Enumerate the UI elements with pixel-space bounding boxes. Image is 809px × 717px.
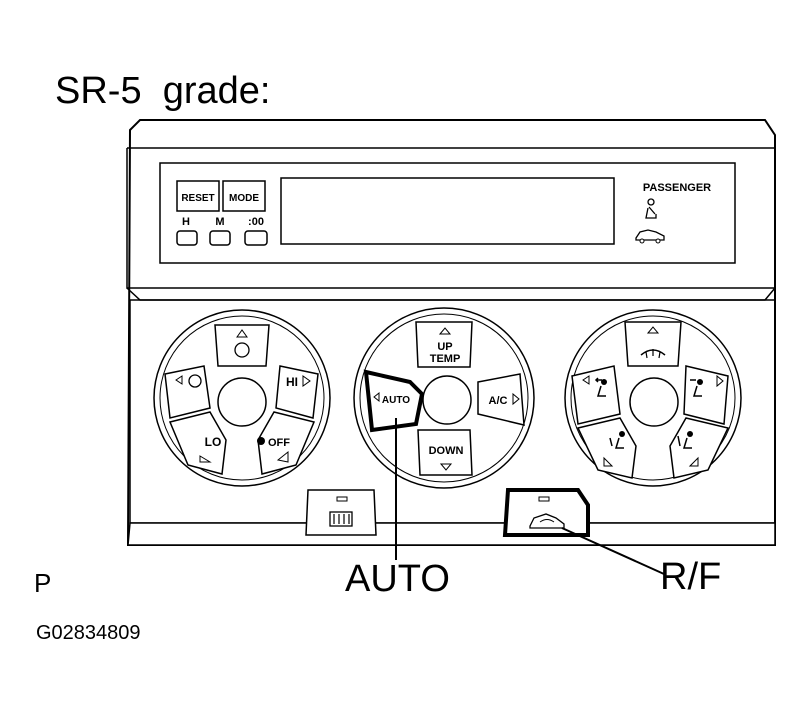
- panel-bottom-edge: [127, 522, 776, 546]
- rear-defogger-icon: [329, 511, 353, 527]
- auto-button[interactable]: [363, 369, 425, 433]
- rf-callout: R/F: [660, 556, 722, 598]
- car-icon: [635, 229, 665, 244]
- temp-label: TEMP: [430, 353, 461, 365]
- reset-button[interactable]: [176, 180, 220, 212]
- ac-button[interactable]: [477, 373, 525, 426]
- front-defrost-button[interactable]: [624, 321, 682, 367]
- left-dial[interactable]: HI LO OFF: [153, 309, 331, 487]
- rear-defogger-button[interactable]: [305, 489, 377, 536]
- right-dial-hub: [629, 377, 679, 427]
- zero-minute-label: :00: [248, 216, 264, 228]
- foot-vent-icon: [609, 431, 625, 449]
- display-band: [159, 162, 736, 264]
- passenger-label: PASSENGER: [643, 182, 711, 194]
- face-vent-icon: [594, 377, 607, 397]
- reset-label: RESET: [181, 193, 214, 204]
- minute-label: M: [215, 216, 224, 228]
- minute-button[interactable]: [209, 230, 231, 246]
- temp-down-button[interactable]: [417, 429, 473, 476]
- rf-leader-line: [561, 527, 665, 575]
- recirc-fresh-button[interactable]: [502, 488, 590, 537]
- up-label: UP: [437, 341, 452, 353]
- diagram-title: SR-5 grade:: [55, 70, 271, 112]
- hour-label: H: [182, 216, 190, 228]
- down-label: DOWN: [429, 445, 464, 457]
- figure-id: G02834809: [36, 622, 141, 644]
- right-dial[interactable]: [564, 309, 742, 487]
- seat-belt-icon: [645, 198, 657, 219]
- bi-level-vent-icon: [690, 379, 703, 397]
- face-vent-button[interactable]: [571, 365, 621, 425]
- hour-button[interactable]: [176, 230, 198, 246]
- temp-up-button[interactable]: [415, 321, 473, 368]
- lcd-display: [280, 177, 615, 245]
- auto-callout: AUTO: [345, 558, 450, 600]
- hi-label: HI: [286, 375, 298, 389]
- center-dial[interactable]: UP TEMP AUTO A/C DOWN: [353, 307, 535, 489]
- corner-letter: P: [34, 568, 52, 598]
- foot-defrost-vent-icon: [677, 431, 693, 449]
- foot-defrost-button[interactable]: [669, 417, 730, 479]
- lo-label: LO: [205, 435, 222, 449]
- mode-button[interactable]: [222, 180, 266, 212]
- bi-level-button[interactable]: [683, 365, 729, 425]
- windshield-defrost-icon: [640, 349, 666, 359]
- ac-label: A/C: [489, 395, 508, 407]
- mode-label: MODE: [229, 193, 259, 204]
- car-recirculation-icon: [529, 513, 565, 529]
- left-dial-hub: [217, 377, 267, 427]
- auto-label: AUTO: [382, 395, 410, 406]
- fan-icon: [257, 437, 265, 445]
- zero-minute-button[interactable]: [244, 230, 268, 246]
- center-dial-hub: [422, 375, 472, 425]
- off-label: OFF: [268, 437, 290, 449]
